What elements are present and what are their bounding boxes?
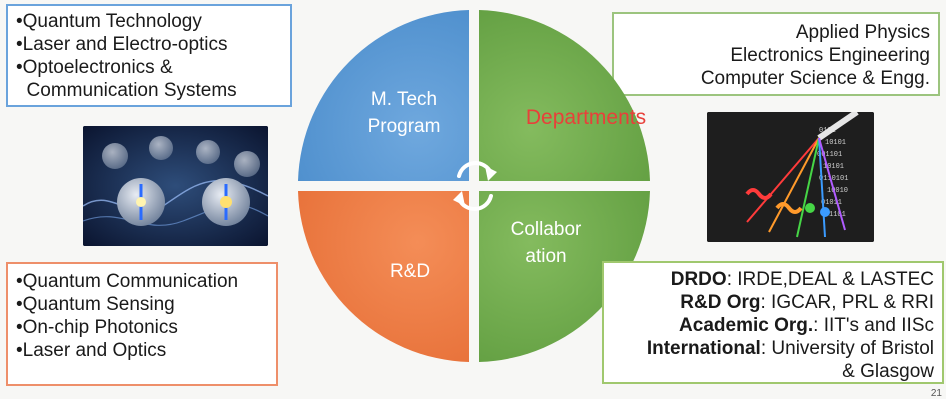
collaboration-label: Collabor ation [486, 218, 606, 269]
program-item: •Optoelectronics & [16, 57, 173, 78]
collaboration-quadrant [479, 191, 650, 362]
rd-label: R&D [389, 261, 431, 282]
collaboration-item: Academic Org.: IIT's and IISc [612, 314, 934, 337]
mtech-program-box: •Quantum Technology •Laser and Electro-o… [6, 4, 292, 107]
department-item: Electronics Engineering [730, 45, 930, 66]
collaboration-org-type: DRDO [670, 269, 727, 290]
collaboration-org-names: : IIT's and IISc [813, 315, 934, 336]
svg-text:10010: 10010 [827, 187, 848, 195]
svg-text:10101: 10101 [823, 163, 844, 171]
departments-label: Departments [525, 106, 647, 129]
collaboration-org-type: R&D Org [680, 292, 761, 313]
svg-text:1101: 1101 [829, 211, 846, 219]
collaboration-item: R&D Org: IGCAR, PRL & RRI [612, 291, 934, 314]
svg-text:001101: 001101 [817, 151, 842, 159]
program-item: •Quantum Technology [16, 11, 202, 32]
collaboration-org-names: : University of Bristol [760, 338, 934, 359]
rd-quadrant [298, 191, 469, 362]
svg-text:10101: 10101 [825, 139, 846, 147]
department-item: Computer Science & Engg. [700, 68, 930, 89]
collaboration-org-names: & Glasgow [842, 361, 934, 382]
departments-quadrant [479, 10, 650, 181]
collaboration-org-type: Academic Org. [679, 315, 814, 336]
rd-item: •Quantum Sensing [16, 294, 175, 315]
collaboration-item: DRDO: IRDE,DEAL & LASTEC [612, 268, 934, 291]
collaboration-org-names: : IGCAR, PRL & RRI [760, 292, 935, 313]
quantum-qubits-image [83, 126, 268, 246]
mtech-label-line2: Program [367, 116, 441, 137]
svg-text:0110101: 0110101 [819, 175, 848, 183]
mtech-quadrant [298, 10, 469, 181]
rd-item: •Laser and Optics [16, 340, 167, 361]
collaboration-org-names: : IRDE,DEAL & LASTEC [726, 269, 934, 290]
rd-item: •On-chip Photonics [16, 317, 178, 338]
page-number: 21 [930, 388, 942, 399]
collaboration-item: & Glasgow [612, 360, 934, 383]
departments-box: Applied Physics Electronics Engineering … [612, 12, 940, 96]
rd-item: •Quantum Communication [16, 271, 239, 292]
svg-text:01011: 01011 [821, 199, 842, 207]
mtech-label-line1: M. Tech [370, 89, 438, 110]
collaboration-org-type: International [646, 338, 761, 359]
collaboration-label-line1: Collabor [510, 219, 582, 240]
program-item: •Laser and Electro-optics [16, 34, 228, 55]
department-item: Applied Physics [795, 22, 930, 43]
collaboration-item: International: University of Bristol [612, 337, 934, 360]
program-item: Communication Systems [16, 80, 237, 101]
collaboration-box: DRDO: IRDE,DEAL & LASTEC R&D Org: IGCAR,… [602, 261, 944, 384]
mtech-label: M. Tech Program [340, 88, 468, 139]
rd-areas-box: •Quantum Communication •Quantum Sensing … [6, 262, 278, 386]
collaboration-label-line2: ation [525, 246, 567, 267]
